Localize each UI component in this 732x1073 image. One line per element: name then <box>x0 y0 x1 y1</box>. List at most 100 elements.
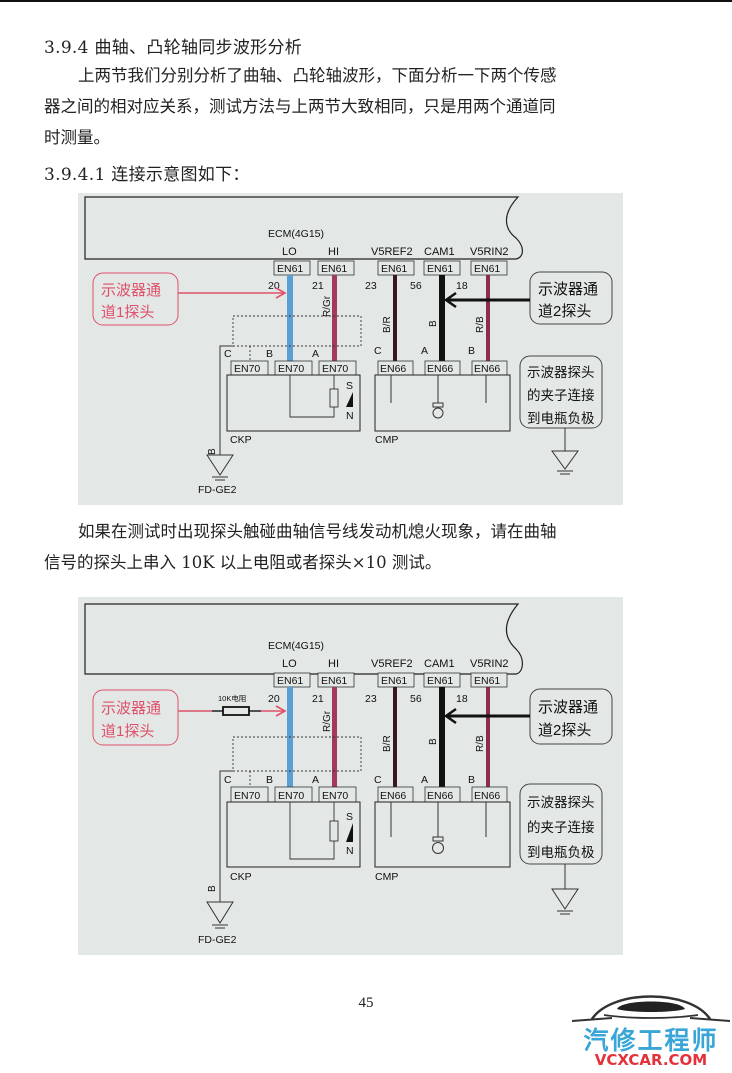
connector-en61-v5rin2-2: EN61 <box>474 675 500 687</box>
cmp-terminal-a: A <box>421 345 428 357</box>
ecm-label-2: ECM(4G15) <box>268 640 324 652</box>
callout-ch1-line1: 示波器通 <box>101 282 161 299</box>
pin-name-v5rin2-2: V5RIN2 <box>470 658 509 670</box>
connector-en61-v5ref2-2: EN61 <box>381 675 407 687</box>
ground-icon-2 <box>206 901 234 924</box>
ckp-sensor-box <box>226 374 361 432</box>
cmp-connector-2: EN66 <box>427 363 453 375</box>
callout-ground-line2-2: 的夹子连接 <box>527 819 595 835</box>
cmp-label: CMP <box>375 434 398 446</box>
battery-ground-icon <box>551 450 579 470</box>
callout-ch1 <box>92 272 179 326</box>
ch2-arrow-head-icon <box>443 291 457 309</box>
wire-code-br: B/R <box>382 316 393 333</box>
wire-hi-rgr <box>332 275 337 361</box>
ckp-terminal-a-2: A <box>312 774 319 786</box>
ground-label: FD-GE2 <box>198 484 237 496</box>
resistor-10k-icon <box>222 706 250 716</box>
wire-cam1-black <box>439 275 445 361</box>
magnet-n-2: N <box>346 845 354 857</box>
wire-v5rin2-rb <box>486 275 490 361</box>
cmp-sensor-box <box>374 374 511 432</box>
battery-ground-icon-2 <box>551 888 579 910</box>
callout-ch2-line1: 示波器通 <box>538 281 598 298</box>
pin-name-v5ref2-2: V5REF2 <box>371 658 413 670</box>
ecm-label: ECM(4G15) <box>268 228 324 240</box>
wire-v5rin2-rb-2 <box>486 687 490 791</box>
cmp-terminal-b-2: B <box>468 774 475 786</box>
wire-code-rgr-2: R/Gr <box>322 710 333 732</box>
callout-ground-line3: 到电瓶负极 <box>527 411 595 426</box>
ckp-connector-1-2: EN70 <box>234 790 260 802</box>
magnet-n: N <box>346 410 354 422</box>
wiring-diagram-2: ECM(4G15) LO HI V5REF2 CAM1 V5RIN2 EN61 … <box>78 597 623 955</box>
cmp-connector-2-2: EN66 <box>427 790 453 802</box>
cmp-connector-3-2: EN66 <box>474 790 500 802</box>
connector-en61-cam1-2: EN61 <box>427 675 453 687</box>
connector-en61-lo-2: EN61 <box>277 675 303 687</box>
callout-ground <box>519 355 603 429</box>
ckp-terminal-c-2: C <box>224 774 232 786</box>
callout-ground-2 <box>519 783 603 865</box>
wire-code-rb-2: R/B <box>475 735 486 752</box>
connector-en61-cam1: EN61 <box>427 263 453 275</box>
callout-ground-line1: 示波器探头 <box>527 365 595 380</box>
connector-en61-lo: EN61 <box>277 263 303 275</box>
ckp-sensor-box-2 <box>226 801 361 868</box>
pin-number-18-2: 18 <box>456 693 468 705</box>
pin-number-56-2: 56 <box>410 693 422 705</box>
callout-ch2-line1-2: 示波器通 <box>538 699 598 716</box>
wire-cam1-black-2 <box>439 687 445 791</box>
wire-lo-blue-2 <box>287 687 293 791</box>
ckp-label-2: CKP <box>230 871 252 883</box>
resistor-label: 10K电阻 <box>218 693 247 703</box>
callout-ground-line1-2: 示波器探头 <box>527 795 595 810</box>
top-rule <box>0 0 732 2</box>
pin-number-18: 18 <box>456 280 468 292</box>
pin-name-v5rin2: V5RIN2 <box>470 246 509 258</box>
cmp-sensor-box-2 <box>374 801 511 868</box>
callout-ch1-line1-2: 示波器通 <box>101 700 161 717</box>
note-line-1: 如果在测试时出现探头触碰曲轴信号线发动机熄火现象，请在曲轴 <box>78 522 557 541</box>
pin-name-lo: LO <box>282 246 297 258</box>
ground-icon <box>206 454 234 476</box>
pin-name-hi-2: HI <box>328 658 339 670</box>
ch1-arrow-head-icon-2 <box>275 705 287 717</box>
pin-number-21-2: 21 <box>312 693 324 705</box>
connector-en61-v5rin2: EN61 <box>474 263 500 275</box>
wiring-diagram-1: ECM(4G15) LO HI V5REF2 CAM1 V5RIN2 EN61 … <box>78 193 623 505</box>
ecm-box <box>84 196 523 260</box>
intro-line-2: 器之间的相对应关系，测试方法与上两节大致相同，只是用两个通道同 <box>44 97 556 116</box>
wire-code-rb: R/B <box>475 316 486 333</box>
ground-wire-code: B <box>207 448 218 455</box>
ckp-terminal-b: B <box>266 348 273 360</box>
wire-v5ref2-br <box>393 275 397 361</box>
callout-ch2-line2-2: 道2探头 <box>538 722 591 739</box>
ckp-connector-1: EN70 <box>234 363 260 375</box>
pin-name-cam1-2: CAM1 <box>424 658 455 670</box>
car-silhouette-icon <box>572 995 730 1022</box>
wire-code-rgr: R/Gr <box>322 295 333 317</box>
note-paragraph: 如果在测试时出现探头触碰曲轴信号线发动机熄火现象，请在曲轴 信号的探头上串入 1… <box>44 516 664 578</box>
intro-line-1: 上两节我们分别分析了曲轴、凸轮轴波形，下面分析一下两个传感 <box>78 66 557 85</box>
shield-dashed-box <box>232 315 362 347</box>
shield-dashed-box-2 <box>232 736 362 772</box>
cmp-terminal-c: C <box>374 345 382 357</box>
page-number: 45 <box>358 995 374 1011</box>
ecm-box-2 <box>84 603 523 675</box>
pin-name-v5ref2: V5REF2 <box>371 246 413 258</box>
wire-code-b-2: B <box>428 738 439 745</box>
cmp-terminal-c-2: C <box>374 774 382 786</box>
callout-ground-line3-2: 到电瓶负极 <box>527 845 595 860</box>
connector-en61-hi: EN61 <box>321 263 347 275</box>
ckp-connector-3: EN70 <box>322 363 348 375</box>
ch2-arrow-head-icon-2 <box>443 707 457 725</box>
wire-hi-rgr-2 <box>332 687 337 791</box>
pin-name-lo-2: LO <box>282 658 297 670</box>
magnet-s: S <box>346 380 353 392</box>
ckp-coil-icon <box>329 388 339 408</box>
cmp-connector-3: EN66 <box>474 363 500 375</box>
connector-en61-v5ref2: EN61 <box>381 263 407 275</box>
pin-number-20-2: 20 <box>268 693 280 705</box>
ckp-label: CKP <box>230 434 252 446</box>
